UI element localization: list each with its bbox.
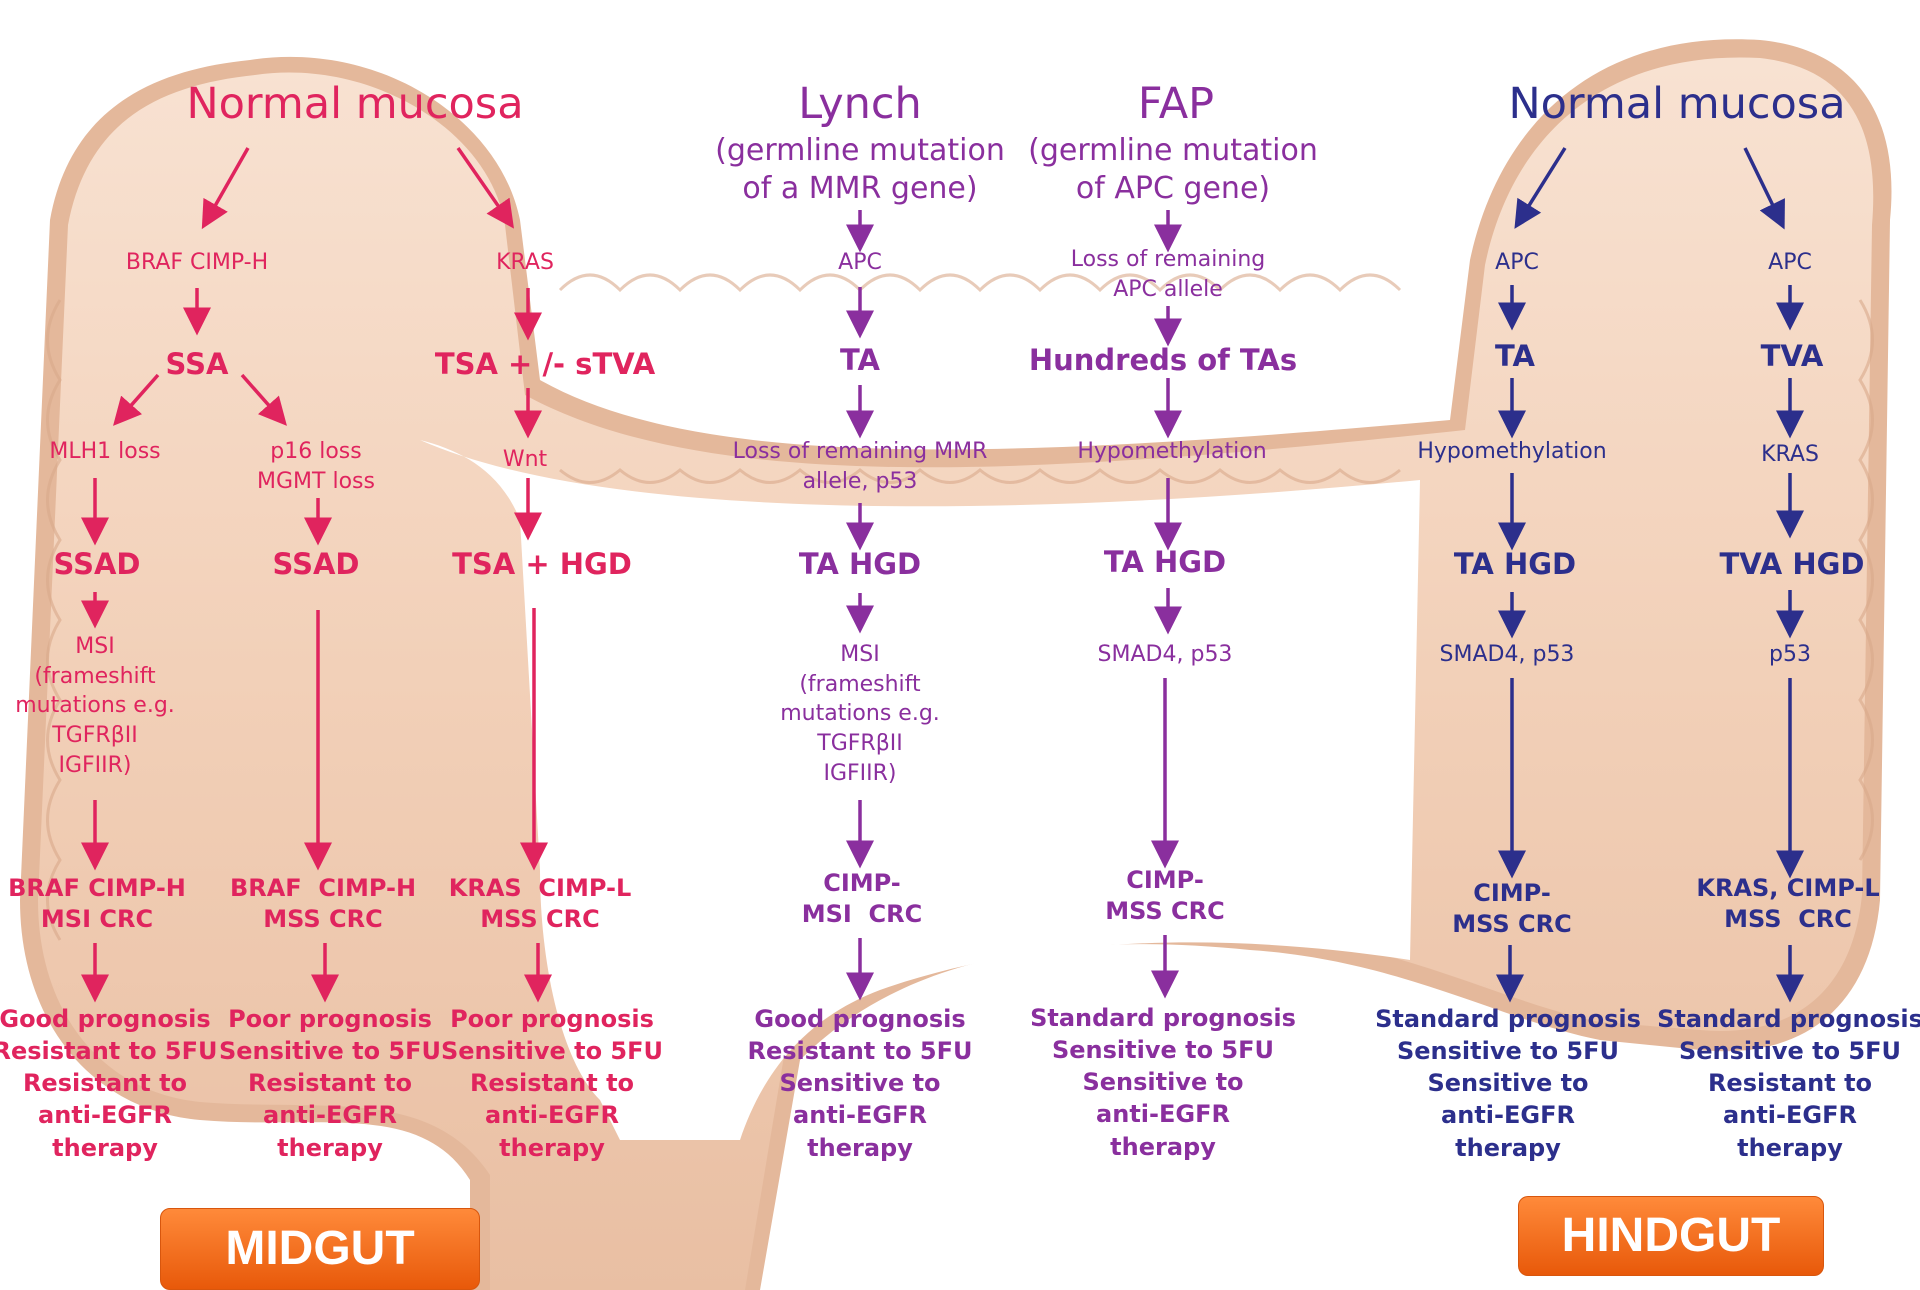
fap-subtitle: (germline mutation of APC gene) [1028,132,1318,207]
fap-marker-2: Hypomethylation [1077,437,1266,467]
hindgut-right-marker-2: KRAS [1761,440,1819,470]
fap-node-1: Hundreds of TAs [1029,344,1297,376]
midgut-right-marker-1: KRAS [496,248,554,278]
fap-final: CIMP- MSS CRC [1105,865,1224,927]
midgut-center-final: BRAF CIMP-H MSS CRC [230,873,416,935]
midgut-center-prognosis: Poor prognosis Sensitive to 5FU Resistan… [219,1003,441,1164]
midgut-badge: MIDGUT [160,1208,480,1290]
hindgut-right-node-1: TVA [1761,340,1824,372]
midgut-left-node-1: SSA [166,348,229,380]
fap-header: FAP [1138,80,1214,128]
hindgut-left-final: CIMP- MSS CRC [1452,878,1571,940]
midgut-left-marker-3: MSI (frameshift mutations e.g. TGFRβII I… [15,632,175,780]
midgut-left-marker-1: BRAF CIMP-H [126,248,268,278]
midgut-right-marker-2: Wnt [503,445,547,475]
hindgut-left-marker-1: APC [1495,248,1539,278]
midgut-left-node-2: SSAD [54,548,141,580]
midgut-right-final: KRAS CIMP-L MSS CRC [449,873,632,935]
midgut-left-prognosis: Good prognosis Resistant to 5FU Resistan… [0,1003,218,1164]
lynch-final: CIMP- MSI CRC [802,868,923,930]
midgut-right-node-1: TSA + /- sTVA [435,348,655,380]
hindgut-badge: HINDGUT [1518,1196,1824,1276]
lynch-header: Lynch [798,80,922,128]
midgut-center-node-2: SSAD [273,548,360,580]
midgut-right-node-2: TSA + HGD [452,548,632,580]
midgut-center-marker-2: p16 loss MGMT loss [257,437,375,496]
hindgut-header: Normal mucosa [1508,80,1845,128]
hindgut-right-marker-1: APC [1768,248,1812,278]
lynch-marker-2: Loss of remaining MMR allele, p53 [733,437,988,496]
fap-marker-3: SMAD4, p53 [1098,640,1233,670]
hindgut-right-node-2: TVA HGD [1720,548,1865,580]
hindgut-left-prognosis: Standard prognosis Sensitive to 5FU Sens… [1375,1003,1641,1164]
fap-prognosis: Standard prognosis Sensitive to 5FU Sens… [1030,1002,1296,1163]
midgut-left-final: BRAF CIMP-H MSI CRC [8,873,186,935]
hindgut-left-marker-3: SMAD4, p53 [1440,640,1575,670]
hindgut-left-node-1: TA [1495,340,1535,372]
lynch-marker-3: MSI (frameshift mutations e.g. TGFRβII I… [780,640,940,788]
lynch-node-2: TA HGD [799,548,921,580]
midgut-header: Normal mucosa [186,80,523,128]
fap-marker-1: Loss of remaining APC allele [1071,245,1266,304]
midgut-left-marker-2: MLH1 loss [49,437,160,467]
lynch-node-1: TA [840,344,880,376]
hindgut-right-marker-3: p53 [1769,640,1811,670]
lynch-prognosis: Good prognosis Resistant to 5FU Sensitiv… [747,1003,972,1164]
lynch-subtitle: (germline mutation of a MMR gene) [715,132,1005,207]
fap-node-2: TA HGD [1104,546,1226,578]
hindgut-left-node-2: TA HGD [1454,548,1576,580]
hindgut-left-marker-2: Hypomethylation [1417,437,1606,467]
hindgut-right-prognosis: Standard prognosis Sensitive to 5FU Resi… [1657,1003,1920,1164]
hindgut-right-final: KRAS, CIMP-L MSS CRC [1696,873,1879,935]
lynch-marker-1: APC [838,248,882,278]
midgut-right-prognosis: Poor prognosis Sensitive to 5FU Resistan… [441,1003,663,1164]
